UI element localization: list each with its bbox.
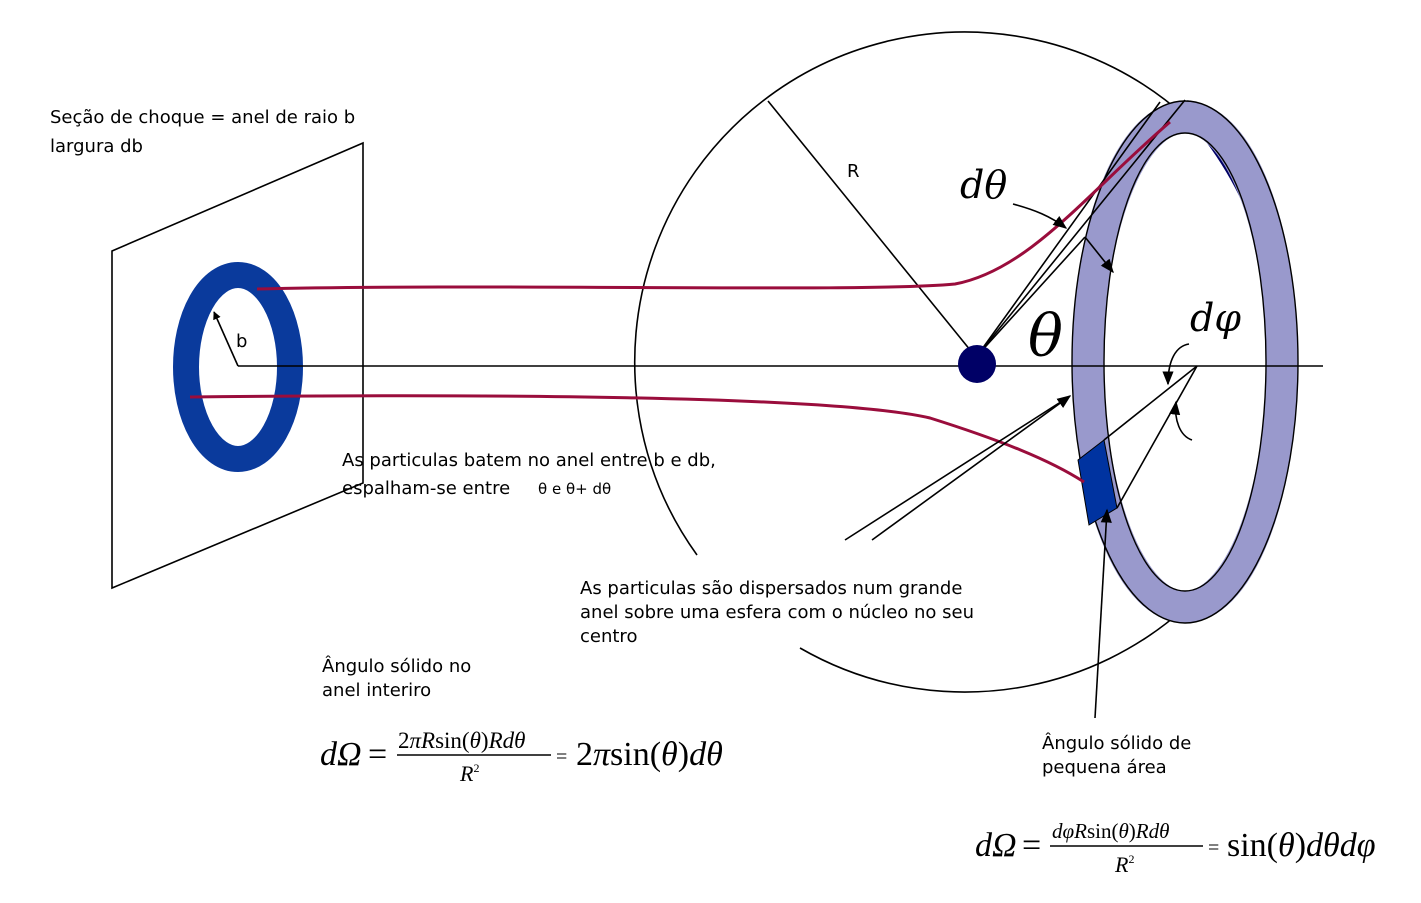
svg-text:sin(θ)dθdφ: sin(θ)dθdφ — [1227, 827, 1376, 864]
dispersed-pointer-1 — [871, 395, 1072, 541]
svg-text:dΩ: dΩ — [975, 827, 1017, 864]
trajectory-upper — [256, 120, 1171, 291]
solid-angle-ring-label-1: Ângulo sólido no — [322, 655, 471, 677]
d-theta-label: dθ — [960, 163, 1007, 207]
svg-text:=: = — [368, 736, 387, 773]
d-theta-arrow-right — [1084, 236, 1114, 274]
d-phi-arc-lower — [1169, 400, 1193, 441]
svg-text:2πRsin(θ)Rdθ: 2πRsin(θ)Rdθ — [398, 728, 525, 753]
ray-upper-3 — [976, 236, 1086, 357]
cross-section-label-1: Seção de choque = anel de raio b — [50, 107, 355, 128]
small-area-pointer — [1094, 508, 1112, 719]
solid-angle-small-label-1: Ângulo sólido de — [1042, 732, 1191, 754]
R-label: R — [847, 161, 860, 182]
particles-hit-label-1: As particulas batem no anel entre b e db… — [342, 450, 716, 471]
scattered-ring-band-inner-edge — [1103, 132, 1267, 592]
cross-section-ring — [173, 262, 303, 472]
svg-text:R2: R2 — [1114, 852, 1134, 877]
svg-text:R2: R2 — [459, 761, 479, 786]
scattered-ring-band — [1072, 101, 1298, 623]
theta-label: θ — [1028, 302, 1063, 370]
svg-text:dφRsin(θ)Rdθ: dφRsin(θ)Rdθ — [1052, 819, 1169, 843]
solid-angle-ring-label-2: anel interiro — [322, 680, 431, 701]
d-theta-arrow-left — [1012, 203, 1068, 229]
trajectory-lower — [189, 394, 1085, 484]
nucleus — [958, 345, 996, 383]
svg-text:=: = — [1022, 827, 1041, 864]
dispersed-pointer-2 — [844, 395, 1071, 541]
svg-text:2πsin(θ)dθ: 2πsin(θ)dθ — [576, 736, 723, 773]
solid-angle-small-label-2: pequena área — [1042, 757, 1167, 778]
cross-section-label-2: largura db — [50, 136, 143, 157]
particles-hit-label-2: espalham-se entre — [342, 478, 510, 499]
dispersed-label-3: centro — [580, 626, 637, 647]
ray-upper-1 — [976, 101, 1161, 357]
d-phi-ray-2 — [1116, 365, 1198, 509]
svg-text:=: = — [556, 746, 567, 768]
b-radius-arrow — [213, 311, 239, 367]
formula-small: dΩ = dφRsin(θ)Rdθ R2 = sin(θ)dθdφ — [975, 819, 1376, 877]
theta-range-label: θ e θ+ dθ — [538, 480, 611, 498]
d-phi-ray-1 — [1103, 365, 1198, 441]
radius-line — [767, 100, 976, 357]
target-plane — [111, 141, 364, 590]
formula-ring: dΩ = 2πRsin(θ)Rdθ R2 = 2πsin(θ)dθ — [320, 728, 723, 786]
svg-text:dΩ: dΩ — [320, 736, 362, 773]
dispersed-label-2: anel sobre uma esfera com o núcleo no se… — [580, 602, 974, 623]
b-label: b — [236, 331, 247, 352]
d-phi-label: dφ — [1190, 296, 1241, 340]
ray-upper-2 — [976, 99, 1186, 357]
svg-text:=: = — [1208, 837, 1219, 859]
d-phi-arc-upper — [1162, 343, 1190, 386]
dispersed-label-1: As particulas são dispersados num grande — [580, 578, 962, 599]
